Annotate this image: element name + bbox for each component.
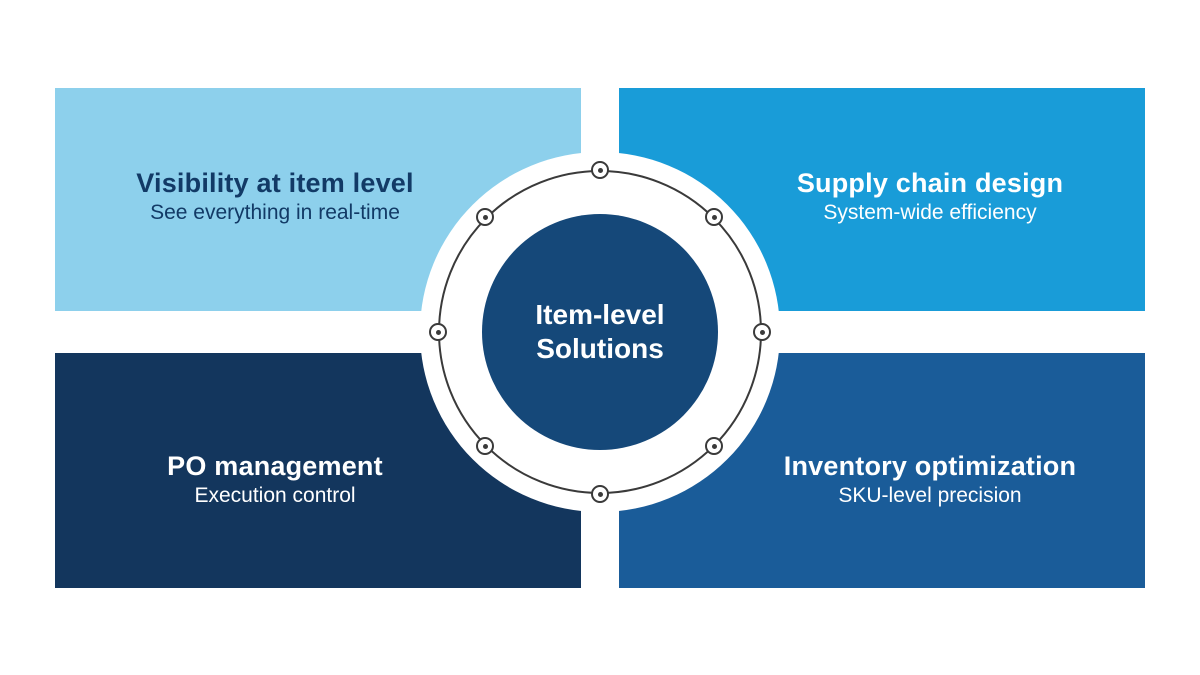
- quadrant-po-management-label: PO management Execution control: [55, 451, 495, 510]
- quadrant-visibility-label: Visibility at item level See everything …: [55, 168, 495, 227]
- quadrant-supply-chain-label: Supply chain design System-wide efficien…: [715, 168, 1145, 227]
- hub-label-line1: Item-level: [535, 299, 665, 331]
- target-dot-icon: [429, 323, 447, 341]
- target-dot-icon: [476, 208, 494, 226]
- target-dot-icon: [591, 161, 609, 179]
- inventory-title: Inventory optimization: [783, 451, 1077, 481]
- target-dot-icon: [705, 208, 723, 226]
- supply-chain-subtitle: System-wide efficiency: [823, 201, 1037, 225]
- supply-chain-title: Supply chain design: [796, 168, 1064, 198]
- target-dot-icon: [476, 437, 494, 455]
- target-dot-icon: [705, 437, 723, 455]
- po-management-subtitle: Execution control: [194, 484, 356, 508]
- hub-label-line2: Solutions: [536, 333, 664, 364]
- visibility-title: Visibility at item level: [136, 168, 414, 198]
- target-dot-icon: [753, 323, 771, 341]
- hub-center-label: Item-level Solutions: [535, 298, 664, 365]
- po-management-title: PO management: [167, 451, 383, 481]
- quadrant-inventory-label: Inventory optimization SKU-level precisi…: [715, 451, 1145, 510]
- visibility-subtitle: See everything in real-time: [150, 201, 400, 225]
- hub-center-circle: Item-level Solutions: [482, 214, 718, 450]
- inventory-subtitle: SKU-level precision: [838, 484, 1022, 508]
- target-dot-icon: [591, 485, 609, 503]
